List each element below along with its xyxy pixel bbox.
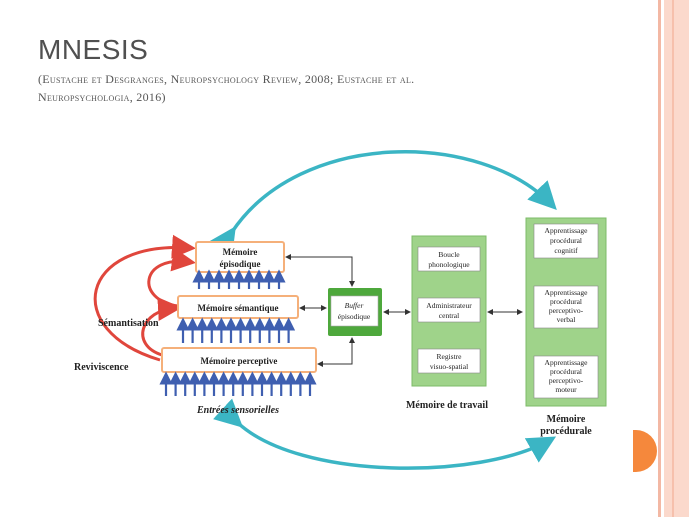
reviviscence-label: Reviviscence bbox=[74, 362, 129, 373]
link-episodic-buffer bbox=[285, 254, 355, 287]
red-arc-semantisation-bottom bbox=[141, 297, 182, 357]
decor-stripe-thin bbox=[658, 0, 661, 517]
procedural-label-1: Mémoire bbox=[547, 414, 586, 425]
episodic-line-1: Mémoire bbox=[223, 247, 258, 257]
red-arc-reviviscence bbox=[93, 234, 196, 362]
proc-text: procédural bbox=[550, 297, 582, 306]
slide-title: MNESIS bbox=[38, 34, 149, 65]
proc-text: procédural bbox=[550, 367, 582, 376]
teal-arc-top bbox=[208, 150, 557, 258]
semantic-label: Mémoire sémantique bbox=[197, 303, 278, 313]
wm-text: visuo-spatial bbox=[430, 362, 468, 371]
proc-box-verbal bbox=[533, 285, 599, 329]
decor-stripe-wide bbox=[664, 0, 689, 517]
proc-text: perceptivo- bbox=[549, 306, 584, 315]
proc-text: procédural bbox=[550, 236, 582, 245]
wm-box-phonological bbox=[417, 246, 481, 272]
proc-text: verbal bbox=[557, 315, 576, 324]
teal-arc-bottom bbox=[213, 398, 557, 470]
proc-text: moteur bbox=[555, 385, 577, 394]
wm-text: phonologique bbox=[428, 260, 470, 269]
wm-text: central bbox=[439, 311, 459, 320]
decor-stripe-edge bbox=[672, 0, 674, 517]
proc-box-motor bbox=[533, 355, 599, 399]
proc-text: Apprentissage bbox=[545, 288, 589, 297]
link-perceptual-buffer bbox=[317, 337, 355, 367]
slide-subtitle-line-1: (Eustache et Desgranges, Neuropsychology… bbox=[38, 72, 415, 86]
sensory-arrows bbox=[159, 269, 317, 396]
perceptual-label: Mémoire perceptive bbox=[201, 356, 278, 366]
sensory-inputs-label: Entrées sensorielles bbox=[196, 405, 279, 416]
proc-text: Apprentissage bbox=[545, 358, 589, 367]
proc-text: perceptivo- bbox=[549, 376, 584, 385]
wm-box-visuospatial bbox=[417, 348, 481, 374]
episodic-line-2: épisodique bbox=[219, 259, 260, 269]
wm-text: Registre bbox=[437, 352, 463, 361]
procedural-label-2: procédurale bbox=[540, 426, 592, 437]
proc-text: Apprentissage bbox=[545, 226, 589, 235]
semantisation-label: Sémantisation bbox=[98, 318, 159, 329]
wm-text: Boucle bbox=[438, 250, 460, 259]
wm-box-central bbox=[417, 297, 481, 323]
working-memory-label: Mémoire de travail bbox=[406, 400, 488, 411]
slide-subtitle-line-2: Neuropsychologia, 2016) bbox=[38, 90, 166, 104]
proc-text: cognitif bbox=[554, 246, 578, 255]
proc-box-cognitive bbox=[533, 223, 599, 259]
buffer-line-2: épisodique bbox=[338, 312, 371, 321]
buffer-line-1: Buffer bbox=[345, 301, 364, 310]
wm-text: Administrateur bbox=[426, 301, 472, 310]
